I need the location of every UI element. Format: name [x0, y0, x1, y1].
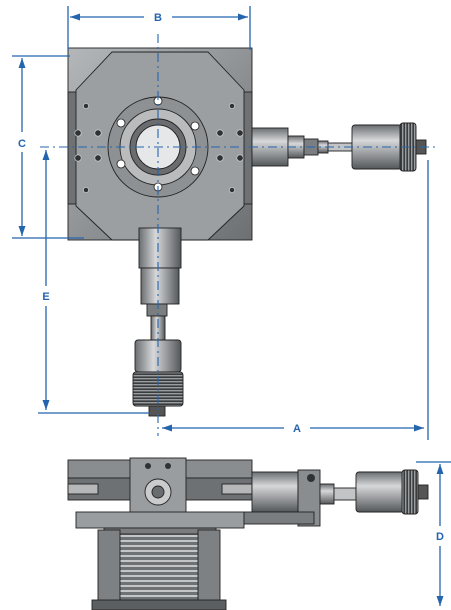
side-bearing-right: [221, 483, 253, 495]
top-mounting-screws: [74, 103, 244, 193]
dimension-label-b: B: [154, 12, 162, 24]
dimension-c: C: [12, 55, 84, 239]
dimension-label-c: C: [18, 138, 26, 150]
side-bellows: [119, 533, 199, 603]
side-post-left: [97, 529, 121, 603]
dimensions: B C E A: [12, 6, 451, 606]
dimension-label-a: A: [293, 423, 301, 435]
dimension-e: E: [38, 150, 150, 414]
side-base-foot: [91, 599, 227, 610]
center-lines: [40, 34, 436, 436]
dimension-label-e: E: [42, 291, 49, 303]
top-view: [67, 47, 427, 417]
dimension-label-d: D: [436, 531, 444, 543]
side-view: [67, 457, 429, 610]
side-post-right: [197, 529, 221, 603]
dimension-a: A: [162, 160, 429, 440]
side-micrometer: [243, 469, 429, 527]
top-flange-holes: [116, 96, 200, 192]
side-base-flange: [75, 511, 245, 529]
side-bearing-left: [67, 483, 99, 495]
dimension-b: B: [67, 6, 251, 50]
dimension-d: D: [416, 461, 451, 606]
top-micrometer-bottom: [132, 227, 184, 417]
